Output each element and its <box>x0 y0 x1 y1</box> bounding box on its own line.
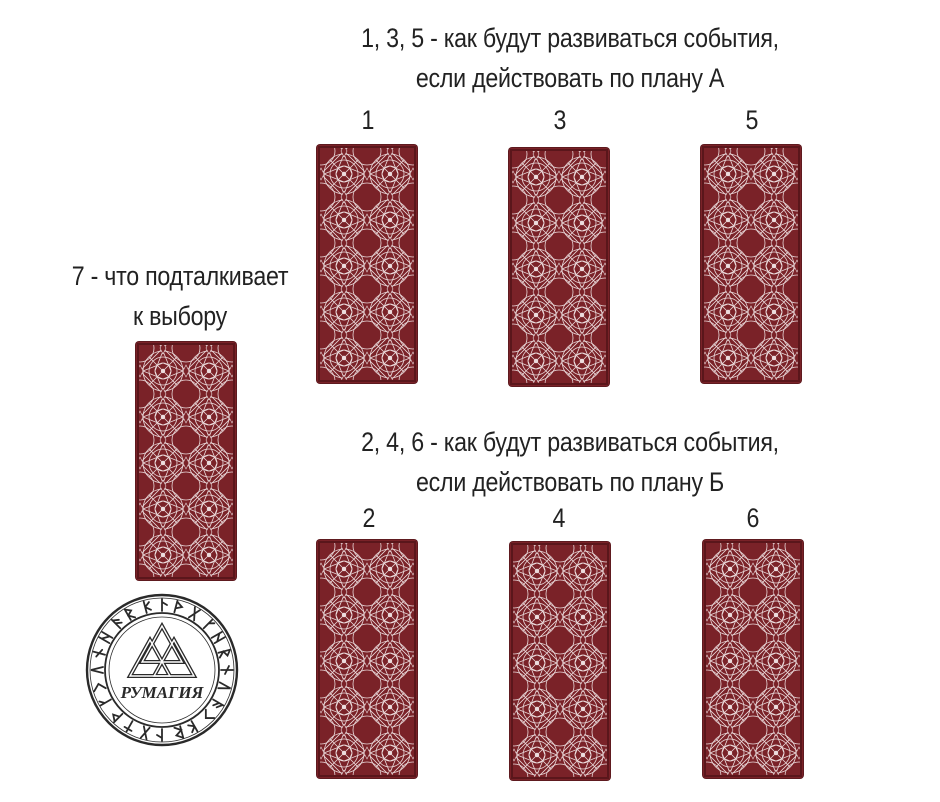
card-back-pattern <box>137 343 235 579</box>
plan-a-caption: 1, 3, 5 - как будут развиваться события,… <box>338 18 802 98</box>
card-position-2 <box>317 540 417 778</box>
card-back-pattern <box>318 146 416 382</box>
card-number-5: 5 <box>745 105 759 135</box>
choice-caption-line1: 7 - что подталкивает <box>71 261 289 291</box>
card-number-3: 3 <box>553 105 567 135</box>
plan-b-caption: 2, 4, 6 - как будут развиваться события,… <box>338 422 802 502</box>
plan-b-caption-line1: 2, 4, 6 - как будут развиваться события, <box>361 427 779 457</box>
card-back-pattern <box>318 541 416 777</box>
card-position-3 <box>509 148 609 386</box>
card-number-4: 4 <box>552 503 566 533</box>
card-back-pattern <box>702 146 800 382</box>
choice-caption: 7 - что подталкивает к выбору <box>51 256 309 336</box>
card-back-pattern <box>511 543 609 779</box>
card-number-2: 2 <box>362 503 376 533</box>
card-position-6 <box>703 540 803 778</box>
card-number-1: 1 <box>361 105 375 135</box>
plan-b-caption-line2: если действовать по плану Б <box>416 467 724 497</box>
card-position-5 <box>701 145 801 383</box>
card-number-6: 6 <box>746 503 760 533</box>
valknut-rune-circle-icon: РУМАГИЯ <box>84 592 240 748</box>
plan-a-caption-line1: 1, 3, 5 - как будут развиваться события, <box>361 23 779 53</box>
card-back-pattern <box>704 541 802 777</box>
choice-caption-line2: к выбору <box>132 301 228 331</box>
card-back-pattern <box>510 149 608 385</box>
emblem-text: РУМАГИЯ <box>120 683 205 702</box>
card-position-4 <box>510 542 610 780</box>
plan-a-caption-line2: если действовать по плану А <box>415 63 725 93</box>
card-position-1 <box>317 145 417 383</box>
card-position-7 <box>136 342 236 580</box>
